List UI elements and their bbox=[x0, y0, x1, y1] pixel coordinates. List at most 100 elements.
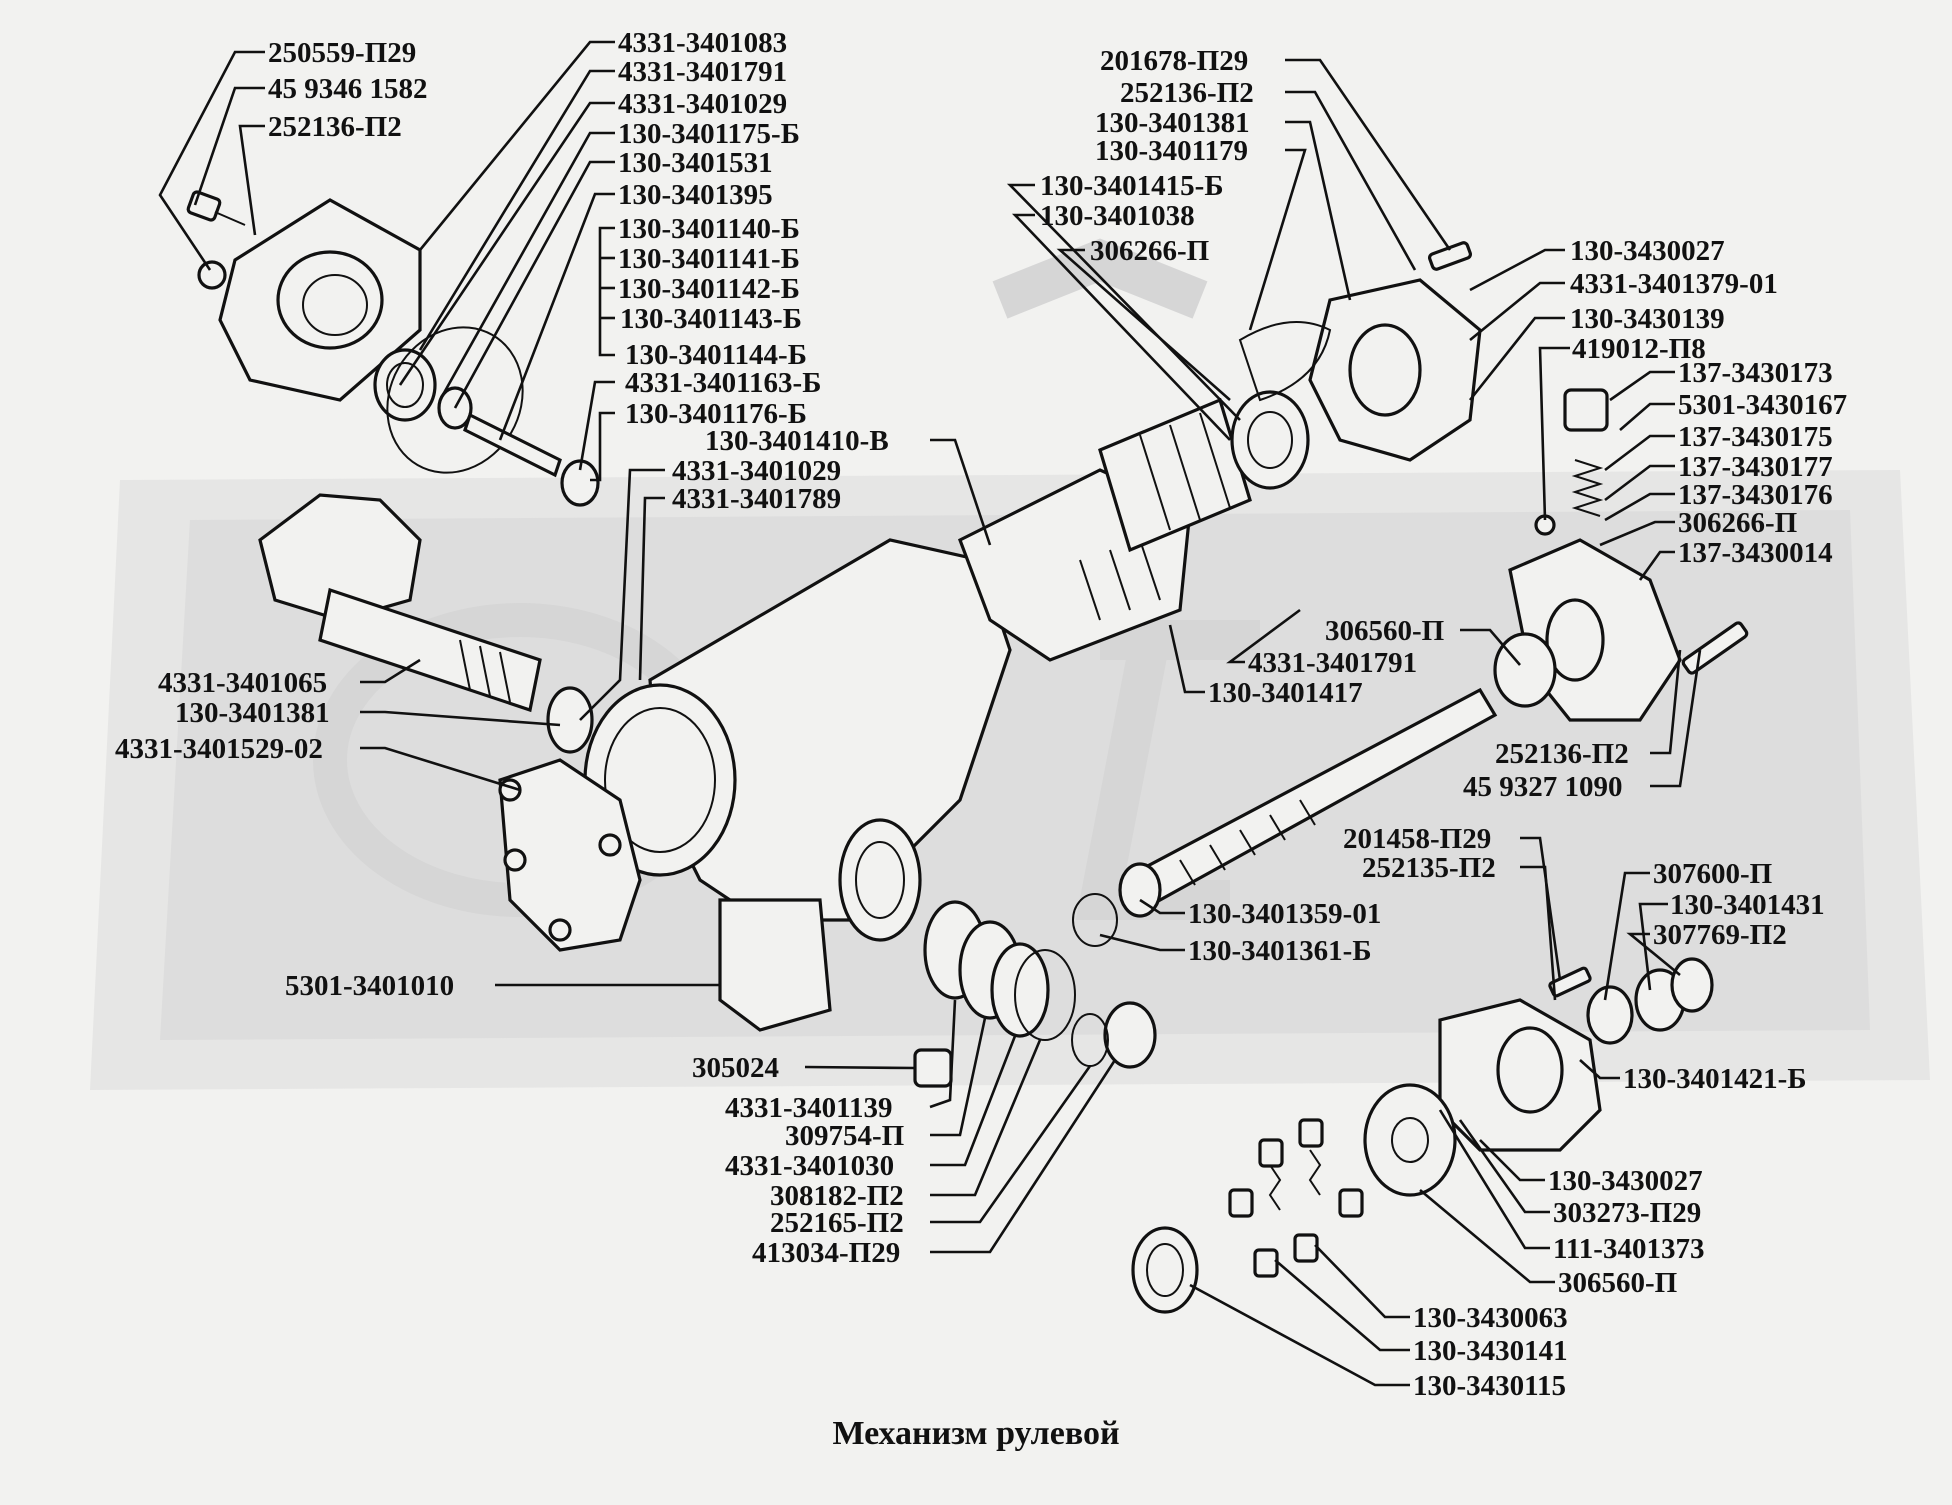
upper-cover-screw-shank bbox=[214, 211, 246, 226]
label-130-3401038: 130-3401038 bbox=[1040, 200, 1195, 232]
sector-teeth bbox=[258, 493, 422, 622]
housing-bottom bbox=[718, 898, 832, 1032]
valve-bolt bbox=[1427, 241, 1473, 271]
pump-bolt bbox=[1548, 966, 1592, 998]
leader-l45 bbox=[1650, 649, 1702, 788]
seal-ring-one-inner bbox=[386, 362, 424, 408]
sector-spline bbox=[459, 639, 511, 703]
label-130-3401176-b: 130-3401176-Б bbox=[625, 398, 807, 430]
valve-body bbox=[1230, 241, 1482, 490]
leader-lines bbox=[158, 40, 1702, 1387]
leader-l46 bbox=[1520, 836, 1562, 981]
leader-l40 bbox=[1168, 624, 1205, 694]
leader-l66 bbox=[1314, 1244, 1410, 1319]
leader-l44 bbox=[1650, 649, 1682, 755]
upper-cover-bore-inner bbox=[302, 274, 368, 336]
sector-seal bbox=[546, 686, 594, 754]
leader-l50 bbox=[1626, 932, 1681, 977]
label-306560-p-a: 306560-П bbox=[1325, 615, 1444, 647]
roller-one bbox=[1258, 1138, 1284, 1168]
label-130-3430027-b: 130-3430027 bbox=[1548, 1165, 1703, 1197]
leader-l04 bbox=[418, 40, 615, 251]
label-130-3401142-b: 130-3401142-Б bbox=[618, 273, 800, 305]
label-4331-3401029-b: 4331-3401029 bbox=[672, 455, 841, 487]
leader-l19 bbox=[638, 496, 665, 681]
roller-three bbox=[1228, 1188, 1254, 1218]
label-130-3401175-b: 130-3401175-Б bbox=[618, 118, 800, 150]
leader-l03 bbox=[238, 124, 265, 236]
side-cover-bolt-two bbox=[503, 848, 527, 872]
upper-cover-bolt bbox=[197, 260, 227, 290]
label-4331-3401791-a: 4331-3401791 bbox=[618, 56, 787, 88]
leader-l08 bbox=[453, 160, 615, 409]
part-labels: 250559-П29 45 9346 1582 252136-П2 4331-3… bbox=[115, 27, 1847, 1402]
side-cover bbox=[498, 758, 642, 952]
label-130-3401410-v: 130-3401410-В bbox=[705, 425, 889, 457]
label-250559-p29: 250559-П29 bbox=[268, 37, 416, 69]
watermark-letter bbox=[1075, 620, 1260, 920]
leader-l09 bbox=[498, 192, 615, 441]
housing-bore bbox=[838, 818, 922, 942]
leader-l05 bbox=[418, 69, 615, 351]
spool-shaft bbox=[463, 412, 562, 478]
label-4331-3401791-b: 4331-3401791 bbox=[1248, 647, 1417, 679]
rack-teeth bbox=[1079, 539, 1161, 621]
leader-l31 bbox=[1609, 370, 1675, 402]
bearing bbox=[1230, 390, 1310, 490]
label-137-3430173: 137-3430173 bbox=[1678, 357, 1833, 389]
leader-l58 bbox=[930, 1035, 1017, 1167]
valve-housing-bore bbox=[1348, 323, 1422, 417]
label-308182-p2: 308182-П2 bbox=[770, 1180, 904, 1212]
pump-sleeve-inner bbox=[1146, 1243, 1184, 1297]
label-305024: 305024 bbox=[692, 1052, 779, 1084]
sector-shaft bbox=[258, 493, 594, 754]
leader-l56 bbox=[929, 999, 957, 1109]
leader-l51 bbox=[1139, 898, 1185, 915]
label-252136-p2-c: 252136-П2 bbox=[1495, 738, 1629, 770]
pump-washer bbox=[1363, 1083, 1457, 1197]
label-130-3401417: 130-3401417 bbox=[1208, 677, 1363, 709]
leader-l68 bbox=[1189, 1283, 1410, 1387]
control-valve-bore bbox=[1545, 598, 1605, 682]
leader-l29 bbox=[1468, 316, 1565, 401]
leader-l37 bbox=[1638, 550, 1675, 581]
label-137-3430014: 137-3430014 bbox=[1678, 537, 1833, 569]
roller-five bbox=[1253, 1248, 1279, 1278]
leader-l57 bbox=[930, 1017, 987, 1137]
leader-l35 bbox=[1604, 492, 1675, 522]
label-306266-p-b: 306266-П bbox=[1678, 507, 1797, 539]
leader-l64 bbox=[1438, 1109, 1550, 1250]
label-4331-3401163-b: 4331-3401163-Б bbox=[625, 367, 821, 399]
leader-l23 bbox=[1248, 148, 1307, 331]
leader-l63 bbox=[1458, 1119, 1550, 1214]
label-130-3430141: 130-3430141 bbox=[1413, 1335, 1568, 1367]
label-252135-p2: 252135-П2 bbox=[1362, 852, 1496, 884]
pump-seal-three bbox=[1670, 957, 1714, 1013]
valve-seal-ring bbox=[1238, 321, 1332, 402]
leader-l43 bbox=[360, 746, 521, 792]
bottom-cap bbox=[1103, 1001, 1157, 1069]
label-130-3401431: 130-3401431 bbox=[1670, 889, 1825, 921]
leader-l38 bbox=[1460, 628, 1521, 666]
label-130-3401179: 130-3401179 bbox=[1095, 135, 1248, 167]
label-309754-p: 309754-П bbox=[785, 1120, 904, 1152]
label-4331-3401083: 4331-3401083 bbox=[618, 27, 787, 59]
label-4331-3401030: 4331-3401030 bbox=[725, 1150, 894, 1182]
label-252165-p2: 252165-П2 bbox=[770, 1207, 904, 1239]
leader-l61 bbox=[930, 1059, 1117, 1254]
housing-flange-inner bbox=[604, 707, 716, 853]
piston-ring-grooves bbox=[1139, 412, 1231, 531]
roller-four bbox=[1338, 1188, 1364, 1218]
pump-rollers bbox=[1131, 1118, 1364, 1314]
leader-l22 bbox=[1285, 120, 1352, 301]
spool-end bbox=[560, 459, 600, 507]
screw-shaft-end bbox=[1118, 862, 1162, 918]
leader-l39 bbox=[1226, 608, 1301, 664]
label-137-3430177: 137-3430177 bbox=[1678, 451, 1833, 483]
leader-l67 bbox=[1274, 1259, 1410, 1352]
piston-rings bbox=[1098, 397, 1252, 553]
roller-spring-one bbox=[1268, 1164, 1282, 1211]
leader-l20 bbox=[1285, 58, 1452, 251]
